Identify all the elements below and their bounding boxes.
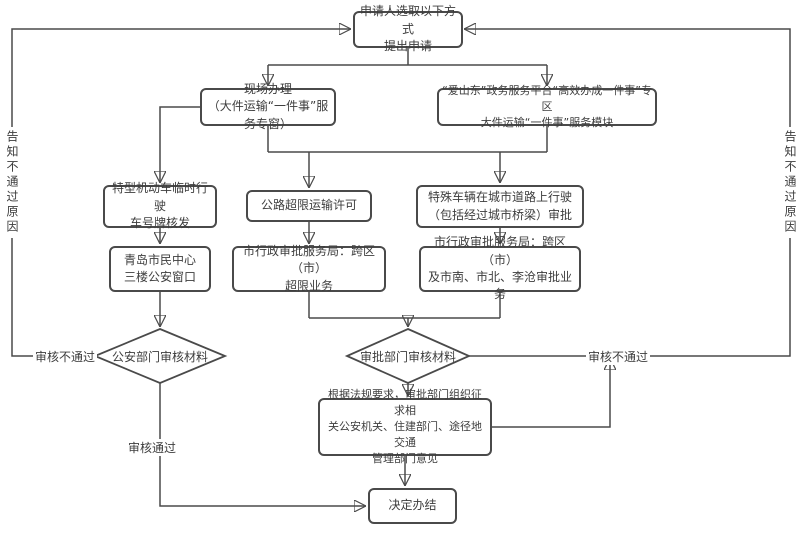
edge-plain-segments <box>267 48 548 319</box>
edge-label-approval-reject: 审核不通过 <box>586 348 651 365</box>
decision-police-review-shape <box>92 328 228 384</box>
node-onsite-handling: 现场办理 （大件运输“一件事”服务专窗） <box>200 82 336 131</box>
edge-label-inform-reason-left: 告知不通过原因 <box>4 127 21 238</box>
node-special-vehicle-approval: 特殊车辆在城市道路上行驶 （包括经过城市桥梁）审批 <box>416 185 584 228</box>
decision-approval-review-label: 审批部门审核材料 <box>359 349 456 364</box>
node-start: 申请人选取以下方式 提出申请 <box>353 4 463 53</box>
edge-label-police-reject: 审核不通过 <box>33 348 98 365</box>
edge-consult-join-reject <box>492 358 610 428</box>
node-decision-complete: 决定办结 <box>368 488 457 524</box>
decision-approval-review-shape <box>344 328 472 384</box>
node-highway-overlimit-permit: 公路超限运输许可 <box>246 190 372 222</box>
edge-police-pass-to-decision <box>159 383 366 506</box>
node-aishandong-platform: “爱山东”政务服务平台“高效办成一件事”专区 大件运输“一件事”服务模块 <box>437 84 657 129</box>
node-consult-opinions: 根据法规要求，审批部门组织征求相 关公安机关、住建部门、途径地交通 管理部门意见 <box>318 388 492 465</box>
edge-label-police-pass: 审核通过 <box>126 439 179 456</box>
node-temp-plate-issue: 特型机动车临时行驶 车号牌核发 <box>103 181 217 230</box>
edge-label-inform-reason-right: 告知不通过原因 <box>782 127 799 238</box>
node-approval-bureau-districts: 市行政审批服务局：跨区（市） 及市南、市北、李沧审批业务 <box>419 235 581 301</box>
node-police-window: 青岛市民中心 三楼公安窗口 <box>109 246 211 292</box>
decision-police-review-label: 公安部门审核材料 <box>111 349 208 364</box>
edge-onsite-to-temp-plate <box>160 106 200 183</box>
node-approval-bureau-overlimit: 市行政审批服务局：跨区（市） 超限业务 <box>232 244 386 293</box>
